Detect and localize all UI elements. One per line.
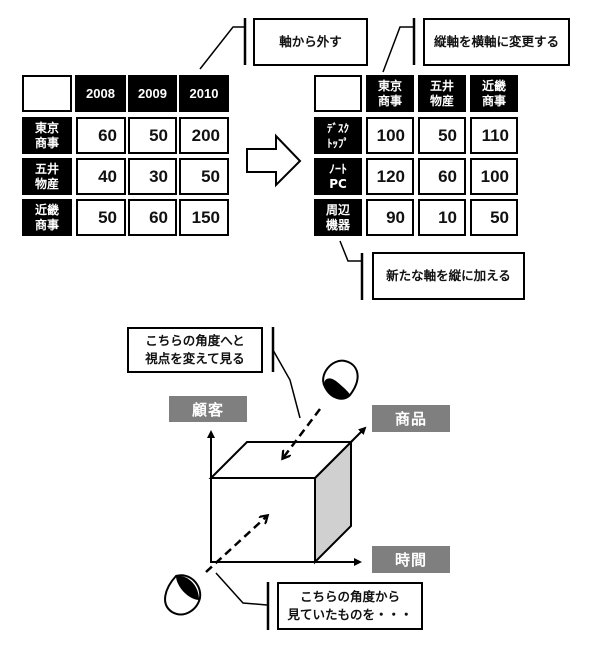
table-cell: 60 <box>128 199 177 236</box>
row-header: 東京 商事 <box>22 117 72 154</box>
column-header: 五井 物産 <box>418 75 466 112</box>
column-header: 近畿 商事 <box>470 75 518 112</box>
row-header: ﾉｰﾄ PC <box>314 158 362 195</box>
table-cell: 30 <box>128 158 177 195</box>
column-header: 東京 商事 <box>366 75 414 112</box>
table-cell: 40 <box>76 158 126 195</box>
table-cell: 60 <box>76 117 126 154</box>
row-header: 近畿 商事 <box>22 199 72 236</box>
view-arrow-old <box>205 516 267 573</box>
axis-label-customer: 顧客 <box>169 396 247 422</box>
table-cell: 50 <box>418 117 466 154</box>
axis-label-product: 商品 <box>372 405 450 432</box>
cube-front-face <box>210 477 316 563</box>
callout-leader-add-axis <box>339 240 364 300</box>
callout-leader-old-view <box>215 572 270 630</box>
axis-label-time: 時間 <box>372 546 450 573</box>
callout-add-axis: 新たな軸を縦に加える <box>372 252 525 300</box>
callout-leader-swap-axis <box>382 18 416 73</box>
table-cell: 150 <box>179 199 229 236</box>
callout-remove-axis: 軸から外す <box>253 18 368 66</box>
table-corner <box>314 75 362 112</box>
eye-icon <box>164 574 202 616</box>
callout-leader-new-view <box>271 327 301 419</box>
eye-icon <box>322 359 359 400</box>
column-header: 2010 <box>179 75 229 112</box>
callout-new-view: こちらの角度へと 視点を変えて見る <box>127 327 263 373</box>
row-header: ﾃﾞｽｸ ﾄｯﾌﾟ <box>314 117 362 154</box>
table-cell: 90 <box>366 199 414 236</box>
table-cell: 100 <box>470 158 518 195</box>
callout-old-view: こちらの角度から 見ていたものを・・・ <box>277 582 423 630</box>
table-corner <box>22 75 72 112</box>
table-cell: 110 <box>470 117 518 154</box>
column-header: 2009 <box>128 75 177 112</box>
callout-leader-remove-axis <box>199 18 247 70</box>
row-header: 五井 物産 <box>22 158 72 195</box>
callout-swap-axis: 縦軸を横軸に変更する <box>423 18 570 66</box>
table-cell: 50 <box>470 199 518 236</box>
table-cell: 50 <box>76 199 126 236</box>
table-cell: 50 <box>128 117 177 154</box>
row-header: 周辺 機器 <box>314 199 362 236</box>
table-cell: 200 <box>179 117 229 154</box>
axis-depth <box>350 426 367 443</box>
view-arrow-new <box>283 408 321 458</box>
table-cell: 120 <box>366 158 414 195</box>
table-cell: 60 <box>418 158 466 195</box>
column-header: 2008 <box>75 75 126 112</box>
table-cell: 10 <box>418 199 466 236</box>
table-cell: 50 <box>179 158 229 195</box>
right-arrow-icon <box>246 133 302 188</box>
table-cell: 100 <box>366 117 414 154</box>
